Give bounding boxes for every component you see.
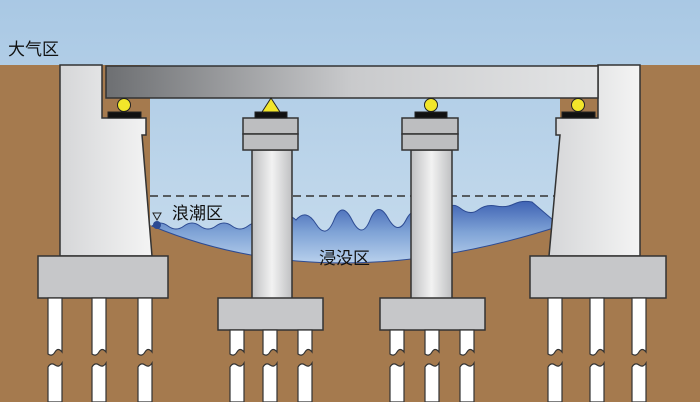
left-abutment-footing xyxy=(37,255,169,299)
right-abutment xyxy=(529,64,667,299)
right-abutment-footing xyxy=(529,255,667,299)
roller-bearing-icon xyxy=(424,98,438,112)
bridge-girder xyxy=(105,65,599,99)
pier-1 xyxy=(217,117,324,331)
soil-ground xyxy=(0,65,700,402)
pile xyxy=(459,329,475,402)
bearing-plate xyxy=(254,111,288,119)
roller-bearing-icon xyxy=(117,98,131,112)
pile xyxy=(547,297,563,402)
piles xyxy=(47,297,647,402)
bearing-plate xyxy=(107,111,142,119)
pile xyxy=(297,329,313,402)
pier-2 xyxy=(379,117,486,331)
roller-bearing-icon xyxy=(571,98,585,112)
fixed-bearing-icon xyxy=(261,97,281,113)
pier-2-footing xyxy=(379,297,486,331)
pile xyxy=(229,329,245,402)
pile xyxy=(424,329,440,402)
pile xyxy=(389,329,405,402)
bearing-plate xyxy=(414,111,448,119)
water-level-icon xyxy=(152,212,162,229)
pier-1-footing xyxy=(217,297,324,331)
left-abutment xyxy=(37,64,169,299)
submerged-zone-label: 浸没区 xyxy=(319,249,370,269)
pile xyxy=(91,297,107,402)
bearings xyxy=(107,97,596,119)
pile xyxy=(631,297,647,402)
pile xyxy=(137,297,153,402)
pile xyxy=(589,297,605,402)
pile xyxy=(262,329,278,402)
bearing-plate xyxy=(561,111,596,119)
tidal-zone-label: 浪潮区 xyxy=(172,204,223,224)
atmosphere-zone-label: 大气区 xyxy=(8,40,59,60)
pile xyxy=(47,297,63,402)
